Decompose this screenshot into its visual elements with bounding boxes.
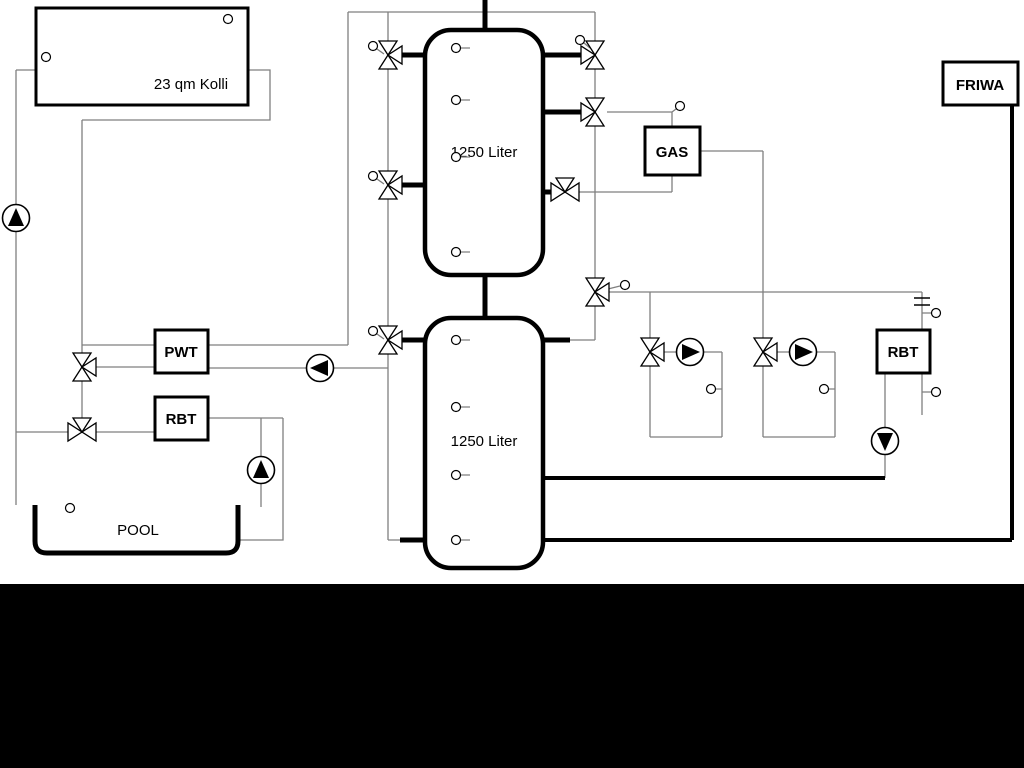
pwt-label: PWT: [164, 344, 197, 361]
valve-icon-rbt-diverter: [67, 417, 97, 443]
valve-icon-tank-upper-right-top: [580, 40, 606, 70]
valve-icon-tank-lower-left: [377, 325, 403, 355]
main-pipe-stubs: [400, 0, 583, 543]
buffer-tank-lower: 1250 Liter: [422, 315, 546, 571]
valve-icon-circuit1-mixer: [639, 337, 665, 367]
friwa-label: FRIWA: [956, 77, 1004, 94]
pool-basin: POOL: [32, 505, 241, 556]
valve-icon-tank-upper-left-mid: [377, 170, 403, 200]
fresh-water-station-box: FRIWA: [941, 60, 1020, 107]
gas-label: GAS: [656, 144, 689, 161]
pump-icon-circuit2: [788, 337, 818, 367]
rbt-left-label: RBT: [166, 411, 197, 428]
valve-icon-gas-return: [550, 177, 580, 203]
buffer-tank-upper: 1250 Liter: [422, 27, 546, 278]
return-limiter-left-box: RBT: [153, 395, 210, 442]
collector-label: 23 qm Kolli: [154, 76, 228, 93]
valve-icon-distribution: [584, 277, 610, 307]
sensor-icons: [40, 13, 942, 546]
pump-icon-charge: [305, 353, 335, 383]
letterbox-bottom: [0, 584, 1024, 768]
pump-icon-circulation: [870, 426, 900, 456]
pool-label: POOL: [117, 522, 159, 539]
heat-exchanger-box: PWT: [153, 328, 210, 375]
pump-icon-solar: [1, 203, 31, 233]
rbt-right-label: RBT: [888, 344, 919, 361]
gas-boiler-box: GAS: [643, 125, 702, 177]
main-pipe-runs: [541, 105, 1014, 542]
pump-icon-pool: [246, 455, 276, 485]
lower-tank-label: 1250 Liter: [451, 433, 518, 450]
valve-icon-pwt-diverter: [71, 352, 97, 382]
valve-icon-circuit2-mixer: [752, 337, 778, 367]
return-limiter-right-box: RBT: [875, 328, 932, 375]
valve-icon-tank-upper-left-top: [377, 40, 403, 70]
pump-icon-circuit1: [675, 337, 705, 367]
shutoff-ticks: [914, 297, 930, 306]
valve-icon-gas-supply: [580, 97, 606, 127]
solar-collector: 23 qm Kolli: [34, 6, 250, 107]
